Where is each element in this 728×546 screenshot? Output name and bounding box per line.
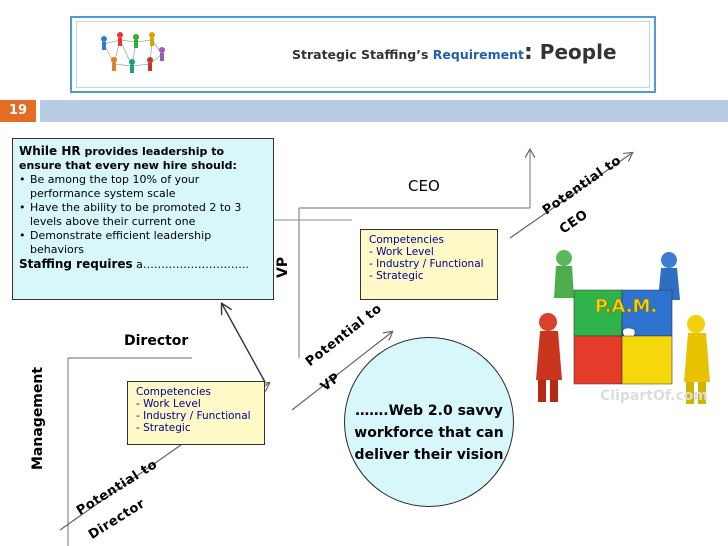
potential-vp-arrow (291, 332, 392, 411)
competency-item: - Industry / Functional (369, 258, 484, 270)
competencies-title: Competencies (136, 386, 211, 398)
intro-lead: While HR provides leadership to ensure t… (19, 144, 267, 173)
people-network-logo (101, 32, 165, 73)
intro-bullet: Have the ability to be promoted 2 to 3 l… (19, 201, 267, 229)
title-prefix: Strategic Staffing’s (292, 47, 433, 62)
requirement-pointer-arrow (222, 304, 266, 383)
vision-line: …….Web 2.0 savvy (355, 403, 503, 419)
title-people: People (532, 40, 617, 64)
puzzle-pieces (573, 289, 673, 385)
slide-number-bar (40, 100, 728, 122)
slide-title: Strategic Staffing’s Requirement: People (292, 40, 617, 65)
clipart-watermark: ClipartOf.com (600, 388, 708, 404)
competency-item: - Work Level (369, 246, 434, 258)
title-colon: : (524, 40, 533, 65)
intro-lead-while: While HR (19, 144, 81, 158)
competencies-box-director: Competencies - Work Level - Industry / F… (127, 381, 265, 445)
vision-text: …….Web 2.0 savvy workforce that can deli… (346, 400, 512, 466)
competency-item: - Strategic (369, 270, 424, 282)
vision-line: deliver their vision (354, 447, 504, 463)
intro-bullet: Be among the top 10% of your performance… (19, 173, 267, 201)
header-frame (70, 16, 656, 93)
hr-leadership-box: While HR provides leadership to ensure t… (12, 138, 274, 300)
green-person-figure (554, 250, 574, 298)
competencies-title: Competencies (369, 234, 444, 246)
potential-ceo-arrow (509, 153, 632, 239)
puzzle-team-clipart: P.A.M. ClipartOf.com (536, 250, 710, 404)
vision-circle (344, 337, 514, 507)
competency-item: - Work Level (136, 398, 201, 410)
competency-item: - Strategic (136, 422, 191, 434)
title-requirement: Requirement (432, 47, 525, 62)
competencies-box-ceo: Competencies - Work Level - Industry / F… (360, 229, 498, 300)
intro-lead-rest: provides leadership to ensure that every… (19, 145, 237, 172)
level-management-label: Management (30, 366, 46, 470)
competency-item: - Industry / Functional (136, 410, 251, 422)
intro-bullet: Demonstrate efficient leadership behavio… (19, 229, 267, 257)
staffing-requires-label: Staffing requires (19, 257, 133, 271)
staffing-requires-line: Staffing requires a……………………….. (19, 257, 267, 272)
vision-line: workforce that can (354, 425, 504, 441)
puzzle-label: P.A.M. (595, 296, 658, 317)
staffing-requires-rest: a……………………….. (132, 258, 249, 271)
level-ceo-label: CEO (408, 177, 440, 195)
red-person-figure (536, 313, 562, 402)
level-vp-label: VP (275, 256, 291, 278)
header-inner-frame (76, 21, 650, 88)
slide-number: 19 (0, 100, 36, 122)
level-director-label: Director (124, 333, 189, 349)
yellow-person-figure (684, 315, 710, 404)
